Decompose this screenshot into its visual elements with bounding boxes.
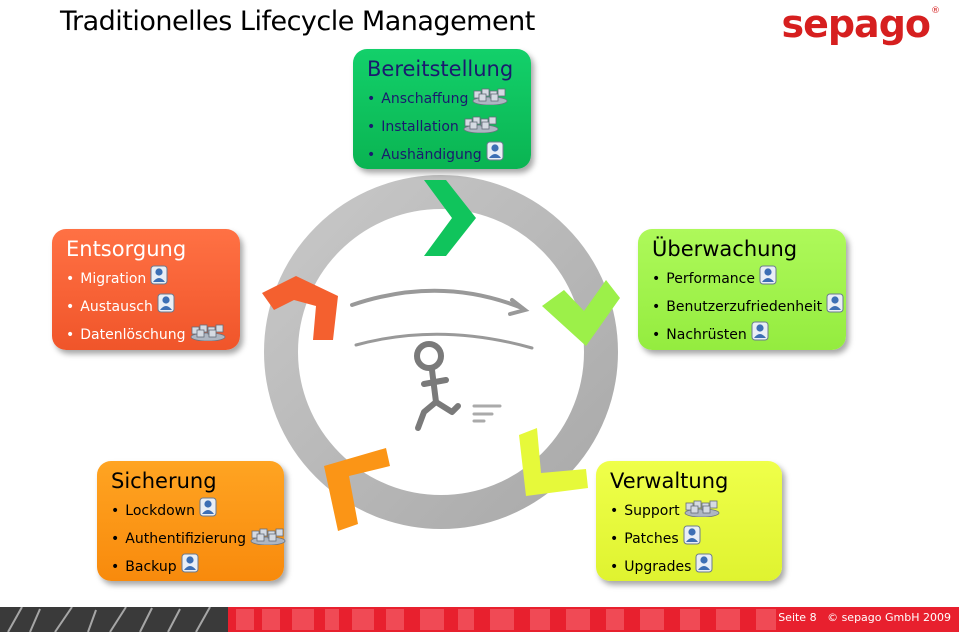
list-item: Nachrüsten: [652, 321, 832, 349]
list-item: Backup: [111, 553, 270, 581]
list-item-label: Aushändigung: [381, 146, 482, 163]
list-item-label: Anschaffung: [381, 90, 469, 107]
box-title-bereitstellung: Bereitstellung: [367, 57, 514, 81]
box-title-sicherung: Sicherung: [111, 469, 217, 493]
person-icon: [826, 293, 844, 321]
list-item-label: Patches: [624, 530, 679, 547]
list-item: Anschaffung: [367, 85, 517, 113]
list-item: Datenlöschung: [66, 321, 226, 349]
list-item: Support: [610, 497, 768, 525]
person-icon: [751, 321, 769, 349]
motion-lines: [472, 404, 502, 423]
person-icon: [486, 141, 504, 169]
list-item-label: Performance: [666, 270, 755, 287]
box-ueberwachung: Überwachung PerformanceBenutzerzufrieden…: [638, 229, 846, 350]
servers-icon: [684, 497, 720, 525]
item-list: MigrationAustauschDatenlöschung: [66, 265, 226, 349]
servers-icon: [472, 85, 508, 113]
servers-icon: [463, 113, 499, 141]
registered-mark: ®: [931, 6, 940, 16]
arrow-head-icon: [508, 298, 530, 316]
page-title: Traditionelles Lifecycle Management: [60, 6, 535, 37]
chevron-left-red: [262, 276, 338, 340]
speed-arc-upper: [350, 288, 524, 310]
list-item-label: Nachrüsten: [666, 326, 747, 343]
person-icon: [759, 265, 777, 293]
speed-arc-lower: [354, 332, 534, 350]
page-number: Seite 8: [778, 611, 817, 624]
list-item: Patches: [610, 525, 768, 553]
person-icon: [199, 497, 217, 525]
sepago-logo: sepago®: [781, 2, 940, 46]
box-verwaltung: Verwaltung SupportPatchesUpgrades: [596, 461, 782, 581]
list-item-label: Lockdown: [125, 502, 195, 519]
person-icon: [683, 525, 701, 553]
box-sicherung: Sicherung LockdownAuthentifizierungBacku…: [97, 461, 286, 581]
list-item: Aushändigung: [367, 141, 517, 169]
chevron-right-lightgreen: [542, 280, 620, 346]
list-item-label: Authentifizierung: [125, 530, 247, 547]
logo-text: sepago: [781, 2, 931, 46]
box-bereitstellung: Bereitstellung AnschaffungInstallationAu…: [353, 49, 531, 169]
list-item-label: Austausch: [80, 298, 153, 315]
list-item-label: Backup: [125, 558, 177, 575]
servers-icon: [190, 321, 226, 349]
list-item: Benutzerzufriedenheit: [652, 293, 844, 321]
person-icon: [150, 265, 168, 293]
list-item-label: Datenlöschung: [80, 326, 186, 343]
footer-strip: [0, 606, 959, 632]
person-icon: [157, 293, 175, 321]
item-list: SupportPatchesUpgrades: [610, 497, 768, 581]
list-item: Austausch: [66, 293, 226, 321]
person-icon: [181, 553, 199, 581]
item-list: LockdownAuthentifizierungBackup: [111, 497, 286, 581]
chevron-bottomright-yellow: [519, 428, 588, 496]
list-item-label: Upgrades: [624, 558, 692, 575]
chevron-top-green: [424, 180, 476, 256]
list-item-label: Migration: [80, 270, 147, 287]
item-list: AnschaffungInstallationAushändigung: [367, 85, 517, 169]
person-icon: [695, 553, 713, 581]
item-list: PerformanceBenutzerzufriedenheitNachrüst…: [652, 265, 844, 349]
servers-icon: [250, 525, 286, 553]
running-figure-icon: [414, 341, 461, 431]
list-item: Lockdown: [111, 497, 270, 525]
footer-text: Seite 8 © sepago GmbH 2009: [778, 611, 951, 624]
list-item: Authentifizierung: [111, 525, 286, 553]
box-entsorgung: Entsorgung MigrationAustauschDatenlöschu…: [52, 229, 240, 350]
list-item: Upgrades: [610, 553, 768, 581]
list-item-label: Benutzerzufriedenheit: [666, 298, 823, 315]
box-title-ueberwachung: Überwachung: [652, 237, 798, 261]
list-item: Migration: [66, 265, 226, 293]
copyright: © sepago GmbH 2009: [827, 611, 951, 624]
list-item: Performance: [652, 265, 832, 293]
chevron-bottomleft-orange: [324, 448, 390, 531]
list-item: Installation: [367, 113, 517, 141]
list-item-label: Support: [624, 502, 680, 519]
box-title-entsorgung: Entsorgung: [66, 237, 187, 261]
box-title-verwaltung: Verwaltung: [610, 469, 729, 493]
list-item-label: Installation: [381, 118, 459, 135]
